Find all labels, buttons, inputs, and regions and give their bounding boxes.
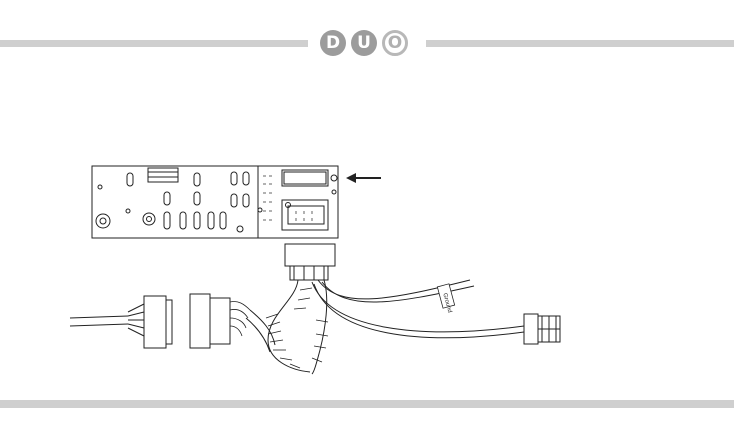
left-cable <box>70 304 144 336</box>
ground-tag: Ground <box>437 284 454 314</box>
middle-plug <box>190 294 230 348</box>
wire-bundle <box>246 280 524 374</box>
arrow-icon <box>346 173 381 183</box>
left-plug <box>144 296 172 348</box>
iso-plug <box>285 244 335 280</box>
head-unit-rear-panel <box>92 166 338 238</box>
footer-band <box>0 400 734 408</box>
right-connector <box>524 314 560 344</box>
